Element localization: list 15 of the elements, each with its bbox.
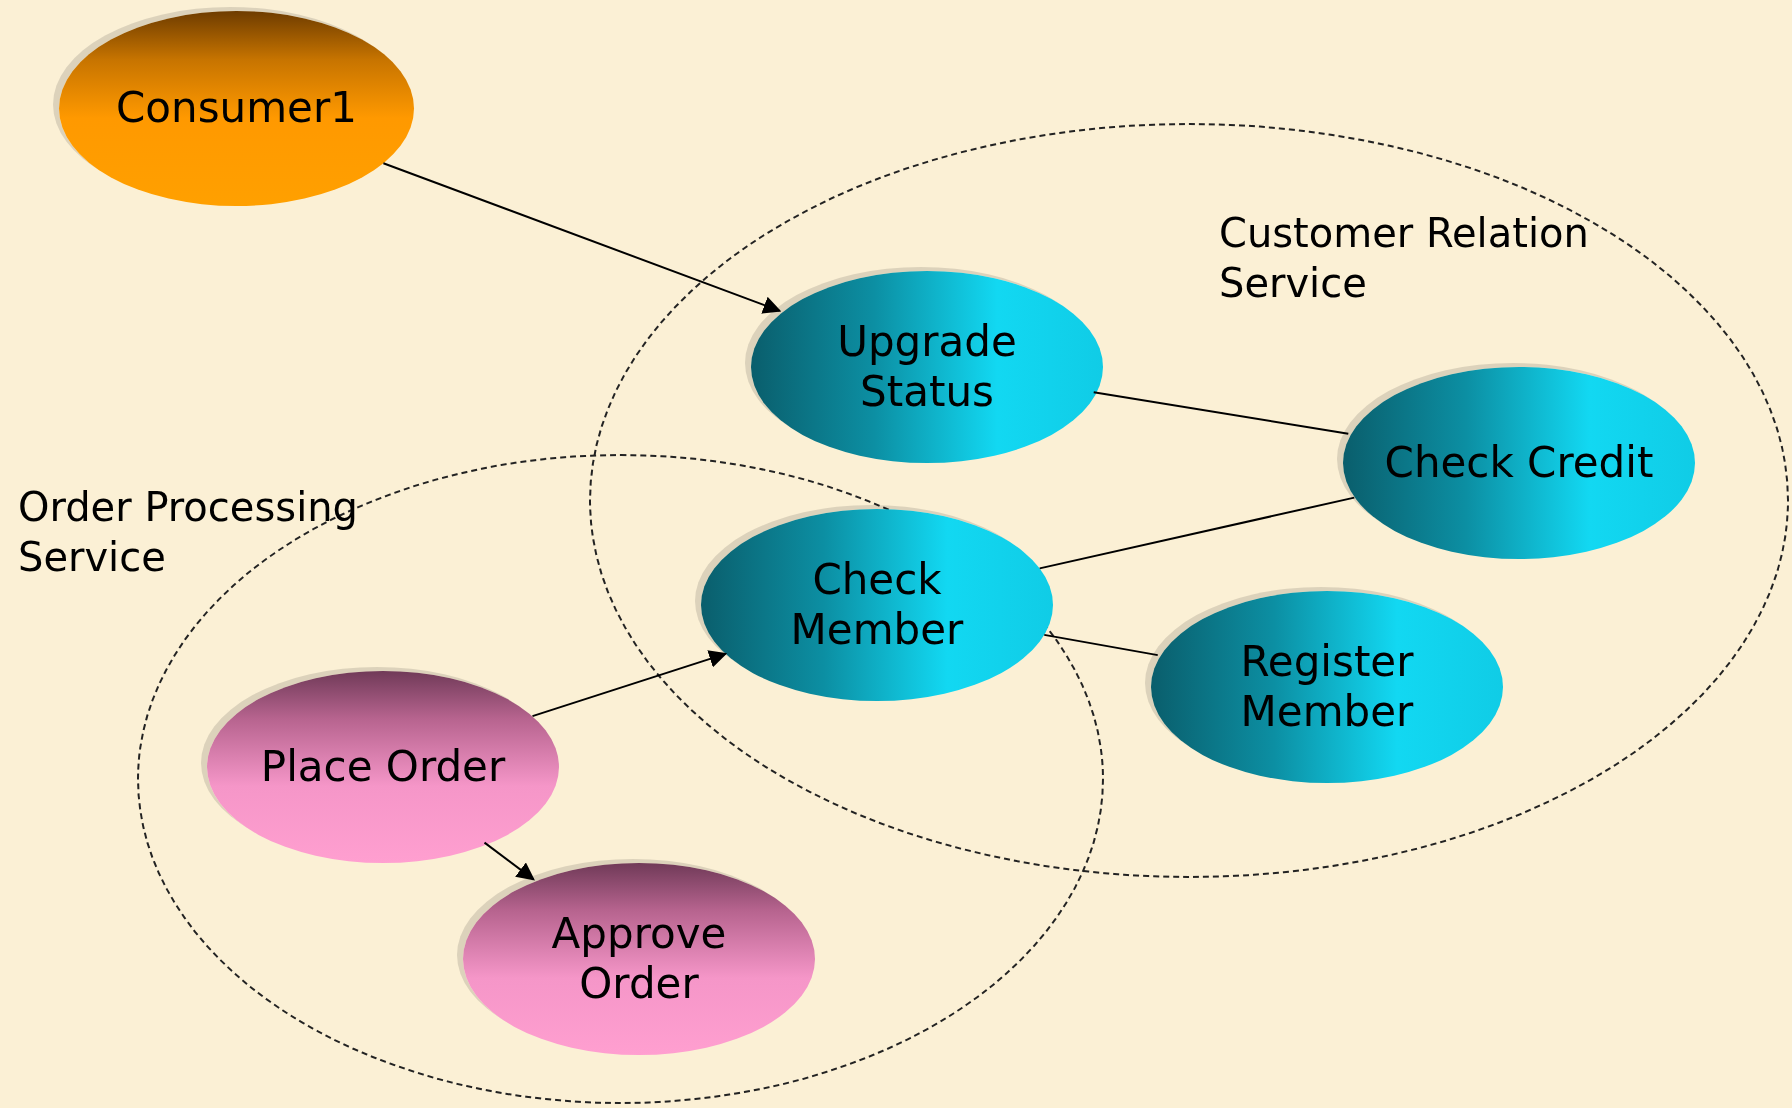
operation-label: Consumer1 — [116, 83, 357, 134]
operation-label: Place Order — [260, 741, 506, 793]
connector-line — [1092, 391, 1350, 435]
operation-label: Check Member — [789, 554, 965, 656]
service-heading: Customer Relation Service — [1219, 209, 1590, 308]
operation-label: Approve Order — [550, 908, 728, 1010]
arrow — [483, 841, 535, 881]
connector-line — [1043, 633, 1159, 657]
operation-label: Upgrade Status — [836, 316, 1018, 418]
operation-label: Register Member — [1239, 636, 1415, 738]
arrow — [531, 650, 728, 718]
service-heading: Order Processing Service — [18, 483, 359, 582]
connector-line — [1038, 496, 1356, 570]
operation-label: Check Credit — [1384, 437, 1654, 489]
arrow — [382, 162, 782, 314]
